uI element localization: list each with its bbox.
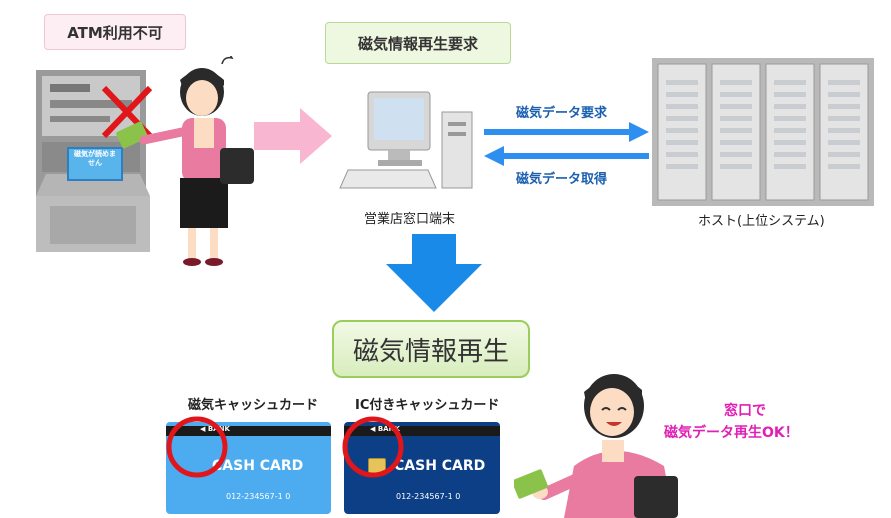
- result-label: 磁気情報再生: [332, 320, 530, 378]
- red-circle-marker: [166, 416, 228, 478]
- pink-right-arrow: [254, 108, 332, 164]
- success-line1: 窓口で: [724, 403, 766, 419]
- ic-red-circle-marker: [342, 416, 404, 478]
- result-label-text: 磁気情報再生: [352, 336, 509, 367]
- ic-cash-card: ◀ BANK CASH CARD 012-234567-1 0: [344, 422, 500, 514]
- request-arrow-label: 磁気データ要求: [516, 106, 608, 121]
- atm-screen-text: 磁気が読めません: [74, 150, 116, 167]
- ic-magnetic-stripe: [344, 426, 500, 436]
- atm-unavailable-label: ATM利用不可: [44, 14, 186, 50]
- success-line2: 磁気データ再生OK！: [664, 425, 799, 441]
- card-number: 012-234567-1 0: [226, 492, 291, 501]
- magnetic-stripe: [166, 426, 331, 436]
- card-name: CASH CARD: [212, 458, 304, 474]
- magnetic-card-title: 磁気キャッシュカード: [188, 398, 319, 413]
- atm-unavailable-text: ATM利用不可: [67, 23, 163, 42]
- down-arrow: [386, 234, 482, 312]
- request-label-text: 磁気情報再生要求: [357, 34, 478, 53]
- terminal-label: 営業店窓口端末: [364, 212, 456, 227]
- fetch-arrow-left: [484, 146, 649, 166]
- terminal-computer-icon: [339, 91, 473, 189]
- host-server-icon: [652, 58, 874, 206]
- request-arrow-right: [484, 122, 649, 142]
- happy-woman-illustration: [514, 374, 678, 518]
- host-label: ホスト(上位システム): [698, 214, 825, 229]
- ic-card-number: 012-234567-1 0: [396, 492, 461, 501]
- request-label: 磁気情報再生要求: [325, 22, 511, 64]
- atm-illustration: [36, 56, 254, 266]
- fetch-arrow-label: 磁気データ取得: [516, 172, 608, 187]
- ic-card-name: CASH CARD: [394, 458, 486, 474]
- ic-card-title: IC付きキャッシュカード: [355, 398, 500, 413]
- ic-bank-label: ◀ BANK: [370, 425, 400, 433]
